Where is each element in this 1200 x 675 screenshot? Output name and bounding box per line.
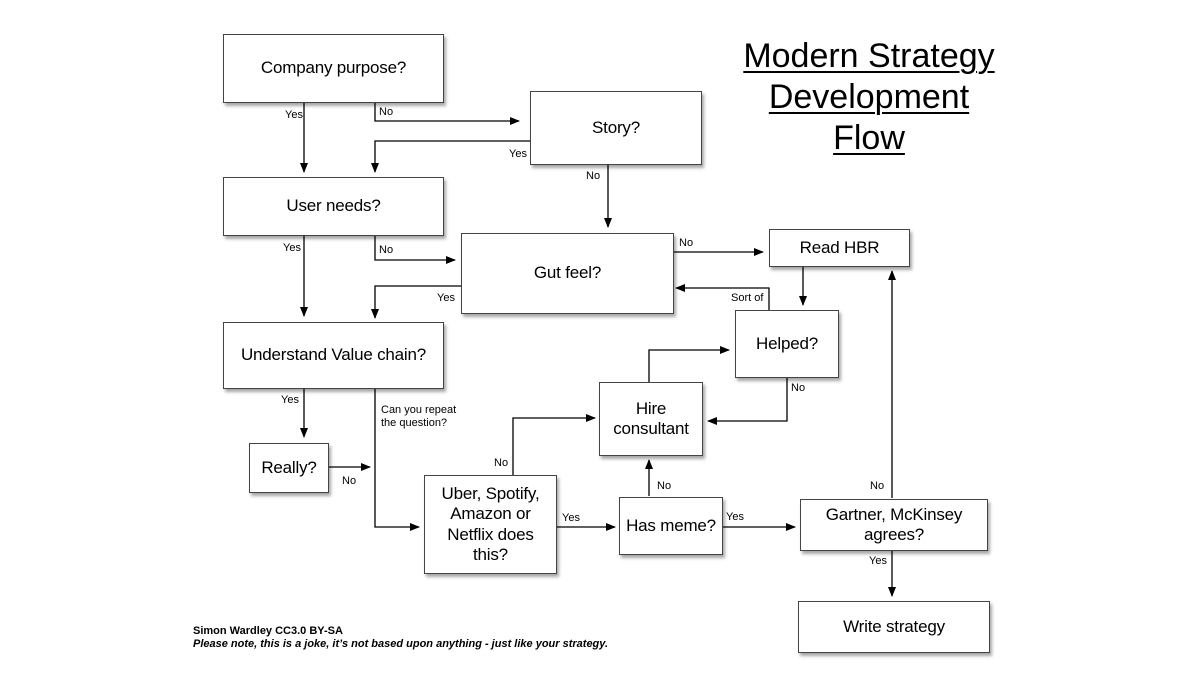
node-understand-value-chain: Understand Value chain? (223, 322, 444, 389)
edge-label-uber-no: No (494, 457, 509, 469)
edge-label-user-needs-yes: Yes (283, 242, 301, 254)
edge-purpose-no (374, 103, 520, 125)
node-read-hbr: Read HBR (769, 229, 910, 267)
node-label: Story? (592, 117, 640, 137)
edge-label-gut-yes: Yes (437, 292, 455, 304)
edge-label-purpose-no: No (379, 106, 394, 118)
node-label: Read HBR (799, 237, 880, 257)
edge-label-gartner-yes: Yes (869, 555, 887, 567)
node-uber-spotify: Uber, Spotify, Amazon or Netflix does th… (424, 475, 557, 574)
node-label: Gut feel? (533, 263, 602, 283)
node-hire-consultant: Hire consultant (599, 382, 703, 456)
edge-label-purpose-yes: Yes (285, 109, 303, 121)
edge-label-story-yes: Yes (509, 148, 527, 160)
node-user-needs: User needs? (223, 177, 444, 236)
edge-sort-of (675, 284, 770, 310)
node-label: Uber, Spotify, Amazon or Netflix does th… (441, 483, 540, 564)
diagram-title-text: Modern Strategy Development Flow (743, 37, 995, 157)
edge-label-really-no: No (342, 475, 357, 487)
edge-gut-yes (371, 285, 461, 319)
edge-label-uber-yes: Yes (562, 512, 580, 524)
node-label: Has meme? (626, 515, 716, 535)
edge-label-meme-yes: Yes (726, 511, 744, 523)
edge-label-gartner-no: No (870, 480, 885, 492)
node-really: Really? (249, 443, 329, 493)
credit-block: Simon Wardley CC3.0 BY-SA Please note, t… (193, 625, 613, 651)
edge-label-sort-of: Sort of (731, 292, 764, 304)
edge-consultant-to-helped (648, 346, 730, 382)
diagram-title: Modern Strategy Development Flow (730, 36, 1008, 159)
node-label: User needs? (286, 196, 381, 216)
node-company-purpose: Company purpose? (223, 34, 444, 103)
node-story: Story? (530, 91, 702, 165)
edge-repeat-question (374, 389, 420, 531)
edge-label-meme-no: No (657, 480, 672, 492)
node-has-meme: Has meme? (619, 497, 723, 555)
edge-label-gut-no: No (679, 237, 694, 249)
node-gut-feel: Gut feel? (461, 233, 674, 314)
node-label: Hire consultant (613, 398, 689, 438)
node-gartner-mckinsey: Gartner, McKinsey agrees? (800, 499, 988, 551)
edge-story-yes (371, 140, 530, 173)
edge-user-needs-no (374, 236, 456, 264)
node-label: Understand Value chain? (240, 345, 427, 365)
edge-label-helped-no: No (791, 382, 806, 394)
edge-label-story-no: No (586, 170, 601, 182)
edge-label-value-chain-yes: Yes (281, 394, 299, 406)
edge-helped-no (707, 378, 788, 425)
credit-note: Please note, this is a joke, it’s not ba… (193, 638, 609, 650)
credit-author: Simon Wardley CC3.0 BY-SA (193, 625, 343, 637)
edge-label-user-needs-no: No (379, 244, 394, 256)
node-label: Gartner, McKinsey agrees? (825, 504, 963, 544)
node-label: Company purpose? (260, 58, 407, 78)
node-label: Really? (261, 457, 317, 477)
node-label: Write strategy (843, 616, 945, 636)
edge-label-repeat-question: Can you repeat the question? (381, 404, 457, 429)
node-label: Helped? (756, 333, 818, 353)
edge-uber-no (512, 414, 596, 475)
node-write-strategy: Write strategy (798, 601, 990, 653)
node-helped: Helped? (735, 310, 839, 378)
